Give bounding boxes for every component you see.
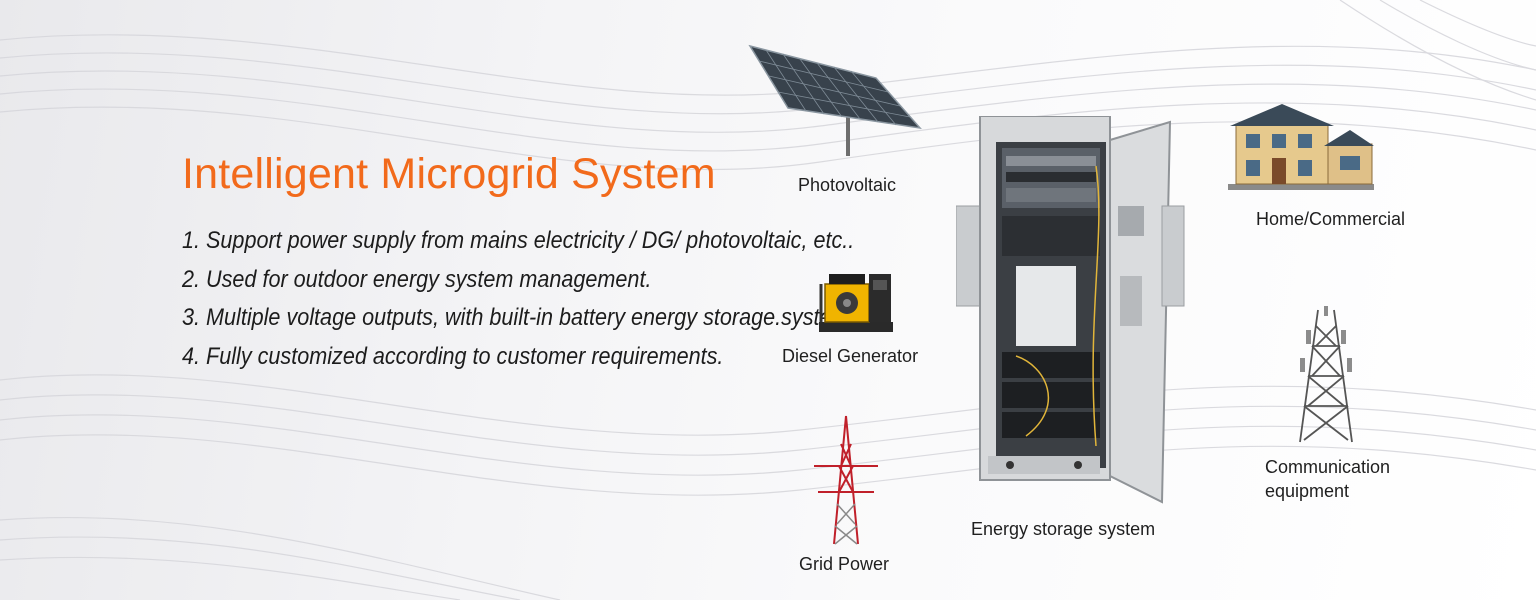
communication-equipment-label-line1: Communication bbox=[1265, 457, 1391, 477]
feature-item: 2. Used for outdoor energy system manage… bbox=[182, 265, 652, 293]
house-icon bbox=[1228, 104, 1374, 190]
photovoltaic-label: Photovoltaic bbox=[798, 175, 897, 195]
energy-storage-cabinet-icon bbox=[956, 116, 1185, 504]
banner-title: Intelligent Microgrid System bbox=[182, 150, 716, 198]
home-commercial-label: Home/Commercial bbox=[1256, 209, 1406, 229]
feature-item: 1. Support power supply from mains elect… bbox=[182, 227, 855, 254]
diesel-generator-label: Diesel Generator bbox=[782, 346, 919, 366]
feature-list: 1. Support power supply from mains elect… bbox=[182, 222, 929, 376]
energy-storage-label: Energy storage system bbox=[971, 519, 1156, 539]
feature-item: 4. Fully customized according to custome… bbox=[182, 342, 724, 370]
feature-item: 3. Multiple voltage outputs, with built-… bbox=[182, 304, 850, 331]
diesel-generator-icon bbox=[819, 274, 893, 332]
communication-equipment-label: Communication equipment bbox=[1265, 455, 1390, 503]
communication-equipment-label-line2: equipment bbox=[1265, 481, 1350, 501]
grid-power-label: Grid Power bbox=[799, 554, 890, 574]
solar-panel-icon bbox=[748, 44, 922, 156]
transmission-tower-icon bbox=[814, 415, 878, 545]
telecom-tower-icon bbox=[1299, 306, 1353, 443]
